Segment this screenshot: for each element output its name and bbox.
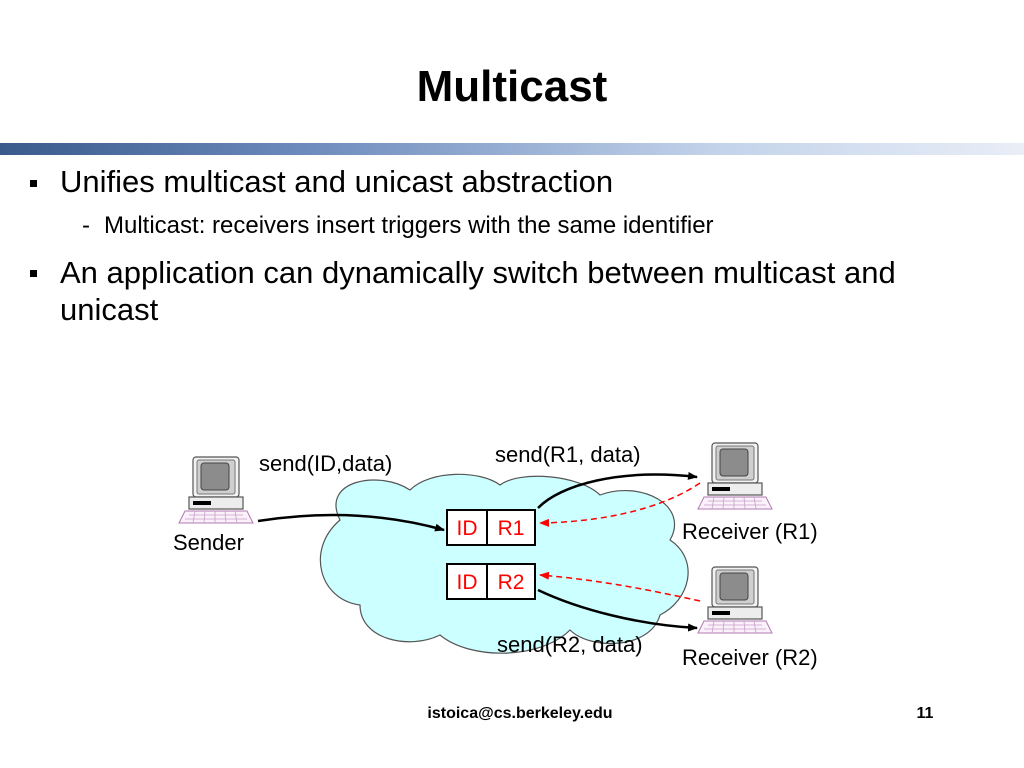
- page-number: 11: [916, 705, 934, 722]
- bullet-1: Unifies multicast and unicast abstractio…: [60, 164, 614, 199]
- footer-email: istoica@cs.berkeley.edu: [427, 705, 613, 722]
- send-id-arrow: [257, 513, 445, 532]
- trigger-r1-id: ID: [457, 517, 478, 540]
- insert-trigger-r1-arrow: [539, 482, 701, 527]
- sender-computer-icon: [178, 456, 254, 524]
- trigger-r2-id: ID: [457, 571, 478, 594]
- send-r1-label: send(R1, data): [495, 442, 641, 467]
- slide-title: Multicast: [416, 62, 608, 111]
- sub-bullet-dash: -: [82, 212, 90, 239]
- send-id-label: send(ID,data): [259, 451, 393, 476]
- insert-trigger-r2-arrow: [539, 571, 701, 602]
- send-r2-label: send(R2, data): [497, 632, 643, 657]
- send-r2-arrow: [537, 588, 698, 632]
- receiver-r2-computer-icon: [697, 566, 773, 634]
- title-underline-bar: [0, 143, 1024, 155]
- sub-bullet-1: Multicast: receivers insert triggers wit…: [104, 212, 714, 239]
- bullet-square-icon: [30, 270, 37, 277]
- bullet-square-icon: [30, 180, 37, 187]
- trigger-r1-target: R1: [498, 517, 525, 540]
- trigger-r2: ID R2: [446, 563, 536, 600]
- send-r1-arrow: [537, 471, 698, 509]
- receiver-r1-computer-icon: [697, 442, 773, 510]
- trigger-r1: ID R1: [446, 509, 536, 546]
- receiver-r1-label: Receiver (R1): [682, 519, 818, 544]
- bullet-2: An application can dynamically switch be…: [60, 255, 896, 327]
- sender-label: Sender: [173, 530, 244, 555]
- trigger-r2-target: R2: [498, 571, 525, 594]
- receiver-r2-label: Receiver (R2): [682, 645, 818, 670]
